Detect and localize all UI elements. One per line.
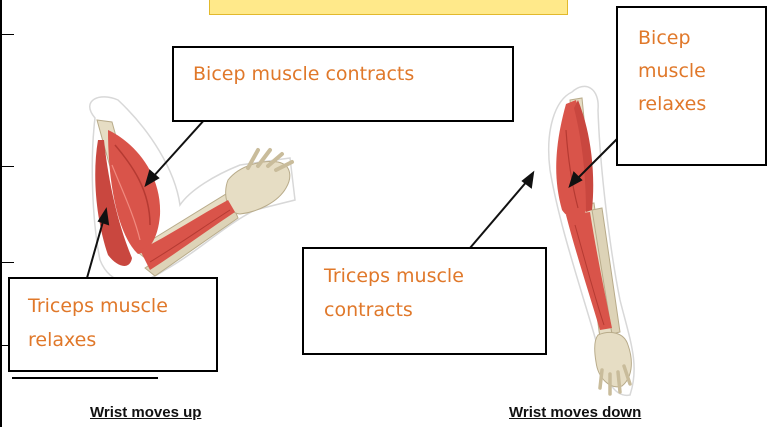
- label-triceps-relaxes: Triceps muscle relaxes: [8, 277, 218, 372]
- label-triceps-contracts-line-2: contracts: [324, 293, 545, 327]
- label-triceps-relaxes-line-1: Triceps muscle: [28, 289, 216, 323]
- label-triceps-contracts: Triceps muscle contracts: [302, 247, 547, 355]
- label-bicep-contracts: Bicep muscle contracts: [172, 46, 514, 122]
- label-bicep-relaxes-line-3: relaxes: [638, 88, 765, 121]
- arrow-bicep-contracts: [152, 118, 206, 178]
- caption-wrist-down: Wrist moves down: [509, 404, 641, 421]
- arrow-triceps-contracts: [470, 180, 528, 248]
- label-bicep-contracts-text: Bicep muscle contracts: [193, 60, 512, 89]
- label-triceps-relaxes-line-2: relaxes: [28, 323, 216, 357]
- caption-wrist-up: Wrist moves up: [90, 404, 201, 421]
- label-triceps-contracts-line-1: Triceps muscle: [324, 259, 545, 293]
- flexed-arm-illustration: [90, 97, 295, 282]
- label-bicep-relaxes-line-1: Bicep: [638, 22, 765, 55]
- label-bicep-relaxes: Bicep muscle relaxes: [616, 6, 767, 166]
- label-bicep-relaxes-line-2: muscle: [638, 55, 765, 88]
